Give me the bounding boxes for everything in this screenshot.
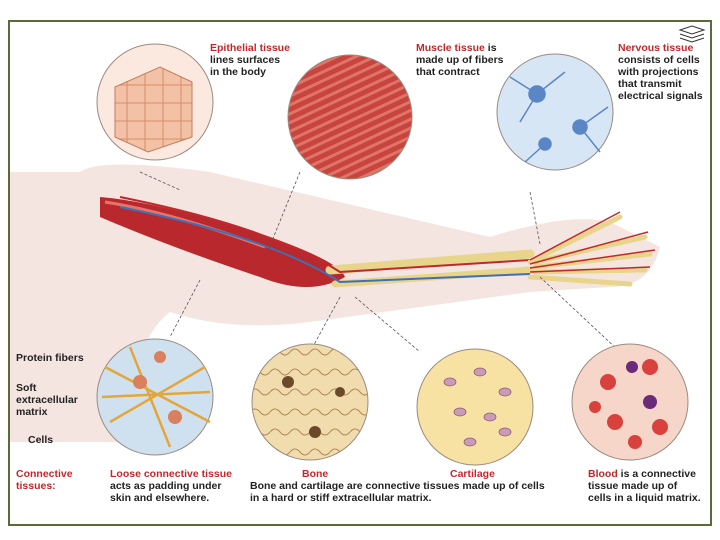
cells-label: Cells <box>28 434 54 446</box>
loose-desc2: skin and elsewhere. <box>110 492 210 504</box>
blood-desc1: tissue made up of <box>588 480 678 492</box>
muscle-title: Muscle tissue <box>416 42 485 54</box>
epithelial-title: Epithelial tissue <box>210 42 290 54</box>
epithelial-desc1: lines surfaces <box>210 54 281 66</box>
bone-title: Bone <box>302 468 328 480</box>
bone-desc1: Bone and cartilage are connective tissue… <box>250 480 545 492</box>
loose-title: Loose connective tissue <box>110 468 232 480</box>
protein-fibers-label: Protein fibers <box>16 352 84 364</box>
epithelial-label: Epithelial tissue lines surfaces in the … <box>210 42 290 78</box>
nervous-title: Nervous tissue <box>618 42 694 54</box>
muscle-suffix: is <box>484 42 497 54</box>
blood-desc2: cells in a liquid matrix. <box>588 492 701 504</box>
nervous-desc4: electrical signals <box>618 90 703 102</box>
blood-title: Blood <box>588 468 618 480</box>
bone-desc: Bone and cartilage are connective tissue… <box>250 480 545 504</box>
nervous-desc2: with projections <box>618 66 699 78</box>
connective-line1: Connective <box>16 468 73 480</box>
nervous-desc1: consists of cells <box>618 54 700 66</box>
epithelial-desc2: in the body <box>210 66 266 78</box>
soft-matrix-line2: extracellular <box>16 394 78 406</box>
blood-suffix: is a connective <box>617 468 696 480</box>
muscle-label: Muscle tissue is made up of fibers that … <box>416 42 504 78</box>
connective-label: Connective tissues: <box>16 468 73 492</box>
soft-matrix-line1: Soft <box>16 382 37 394</box>
stacked-books-icon <box>678 25 706 43</box>
blood-label: Blood is a connective tissue made up of … <box>588 468 701 504</box>
nervous-desc3: that transmit <box>618 78 682 90</box>
tissue-illustration <box>10 43 689 466</box>
cartilage-label: Cartilage <box>450 468 495 480</box>
nervous-label: Nervous tissue consists of cells with pr… <box>618 42 703 102</box>
muscle-desc2: that contract <box>416 66 480 78</box>
bone-title-text: Bone <box>302 468 329 480</box>
muscle-desc1: made up of fibers <box>416 54 504 66</box>
connective-line2: tissues: <box>16 480 56 492</box>
bone-desc2: in a hard or stiff extracellular matrix. <box>250 492 432 504</box>
loose-connective-label: Loose connective tissue acts as padding … <box>110 468 232 504</box>
loose-desc1: acts as padding under <box>110 480 222 492</box>
soft-matrix-label: Soft extracellular matrix <box>16 382 78 418</box>
slide-frame: Epithelial tissue lines surfaces in the … <box>8 20 712 526</box>
soft-matrix-line3: matrix <box>16 406 48 418</box>
cartilage-title: Cartilage <box>450 468 495 480</box>
